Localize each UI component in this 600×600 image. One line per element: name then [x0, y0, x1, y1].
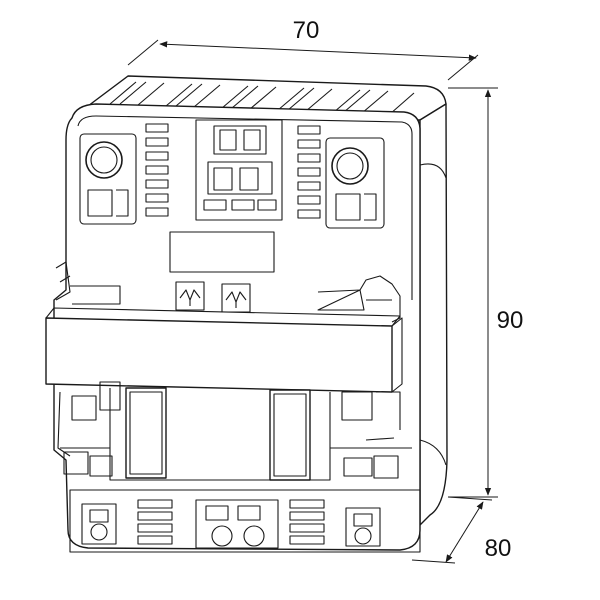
signal-symbol-left-icon — [175, 281, 205, 311]
terminal-center — [195, 499, 279, 549]
left-led-column — [145, 123, 169, 217]
left-din-clip — [55, 261, 121, 305]
dimension-width: 70 — [127, 17, 479, 81]
lower-clip-details — [63, 437, 399, 479]
bottom-terminal-row — [69, 489, 421, 553]
left-output-window — [125, 387, 167, 479]
right-output-window — [269, 389, 311, 481]
dimension-height-label: 90 — [497, 307, 524, 334]
terminal-screw-icon — [243, 525, 265, 547]
left-indicator-block — [79, 133, 137, 225]
terminal-left — [81, 503, 117, 545]
right-led-column — [297, 125, 321, 219]
left-potentiometer-icon — [85, 141, 123, 179]
label-window — [169, 231, 275, 273]
right-indicator-block — [325, 137, 385, 229]
top-ventilation-ribs — [109, 81, 415, 115]
dimension-depth: 80 — [411, 496, 512, 564]
terminal-vent-left — [137, 499, 173, 545]
dimension-height: 90 — [448, 87, 524, 498]
dimension-depth-label: 80 — [485, 535, 512, 562]
terminal-vent-right — [289, 499, 325, 545]
right-din-clip — [317, 275, 401, 323]
terminal-right — [345, 507, 381, 547]
center-connector-block — [195, 119, 283, 221]
terminal-screw-icon — [211, 525, 233, 547]
dimension-width-label: 70 — [293, 17, 320, 44]
right-potentiometer-icon — [331, 147, 369, 185]
lower-housing — [57, 381, 412, 481]
